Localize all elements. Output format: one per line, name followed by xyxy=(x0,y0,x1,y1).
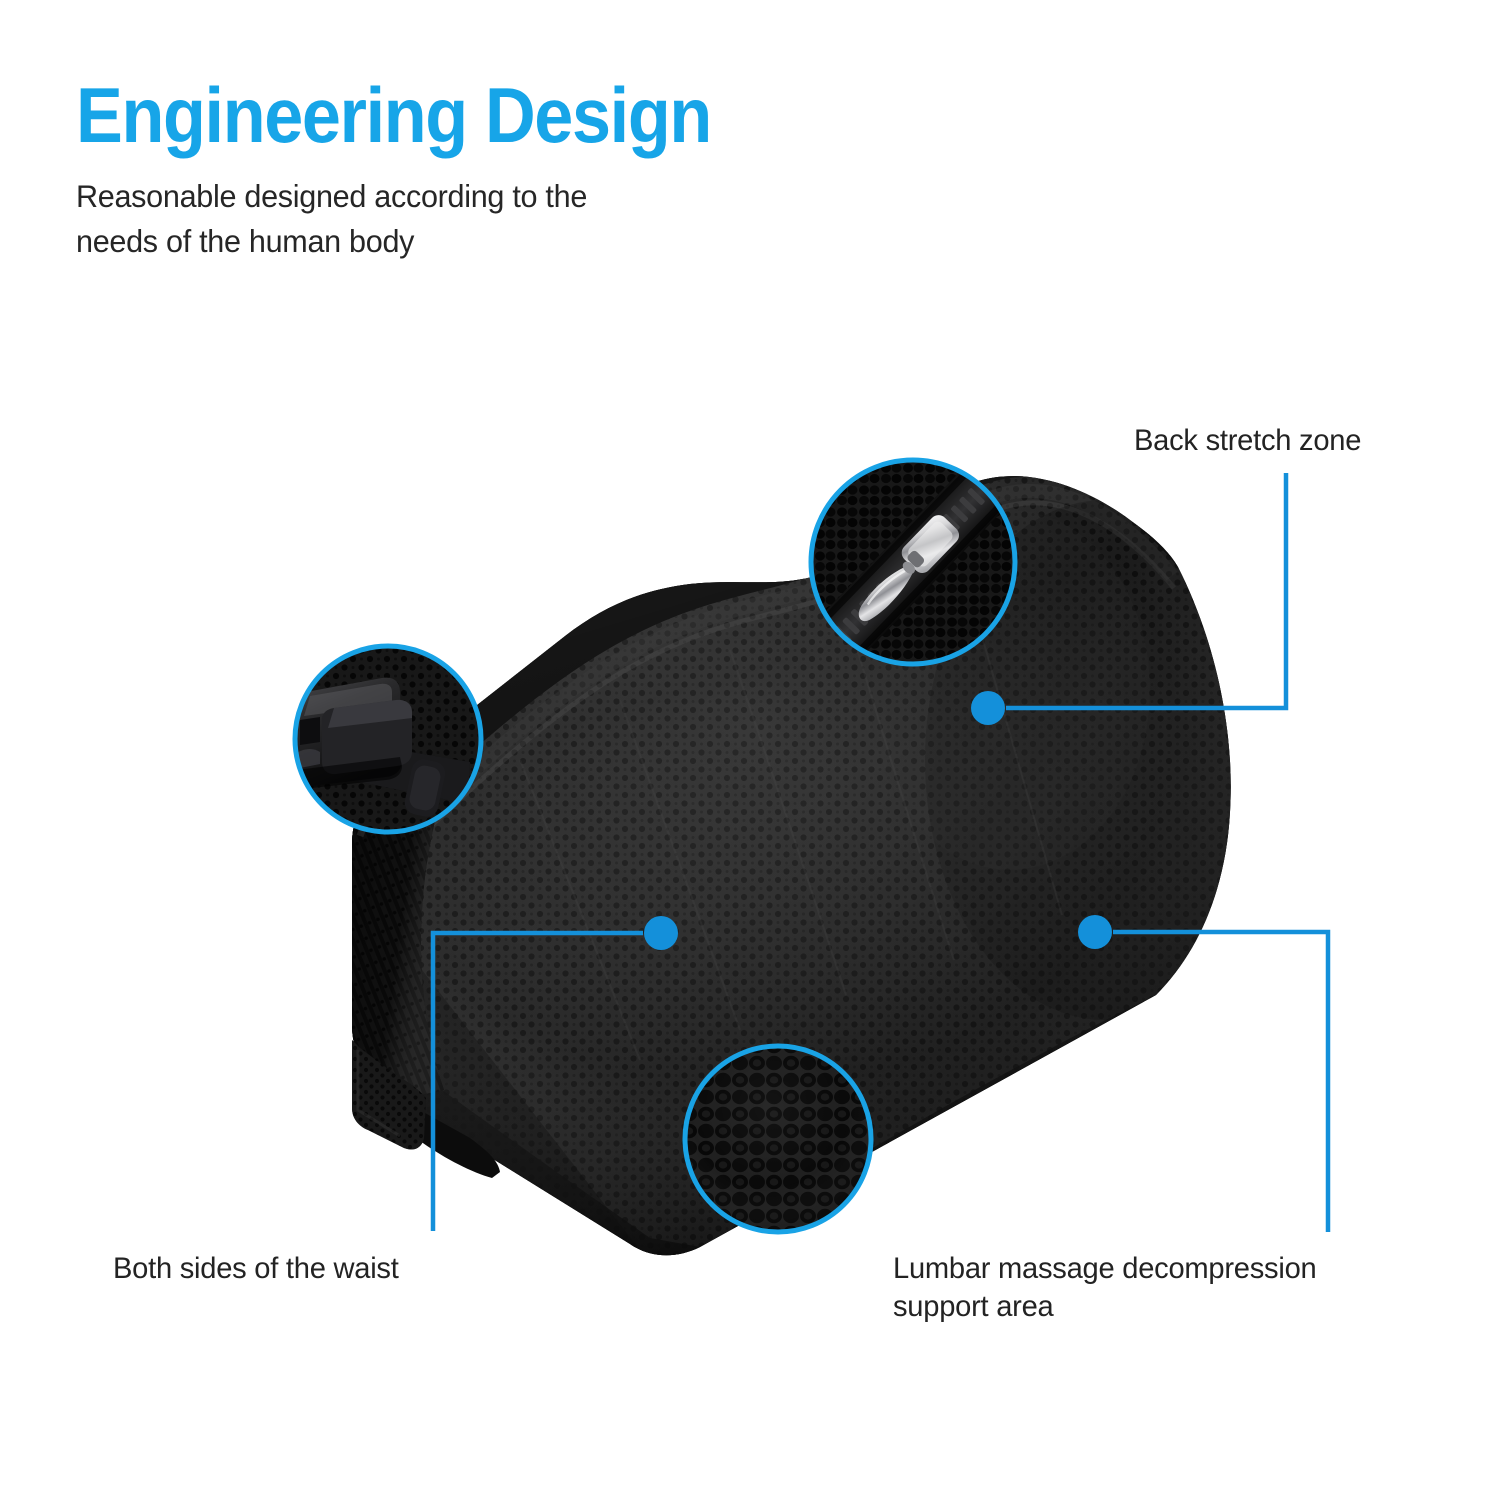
callout-dot-back-stretch-zone xyxy=(971,691,1005,725)
leader-line-lumbar-massage-support xyxy=(1113,929,1331,1232)
page-subtitle: Reasonable designed according to the nee… xyxy=(76,178,588,259)
callout-dot-both-sides-of-the-waist xyxy=(644,916,678,950)
page-title: Engineering Design xyxy=(76,71,712,159)
callout-label-both-sides-of-the-waist: Both sides of the waist xyxy=(113,1252,399,1285)
leader-line-back-stretch-zone xyxy=(1006,473,1289,711)
leader-line-both-sides-of-the-waist xyxy=(430,930,643,1231)
header-block: Engineering Design Reasonable designed a… xyxy=(76,71,896,264)
callout-label-back-stretch-zone: Back stretch zone xyxy=(1134,424,1362,457)
callout-dot-lumbar-massage-support xyxy=(1078,915,1112,949)
callout-label-lumbar-massage-support: Lumbar massage decompression support are… xyxy=(893,1252,1317,1323)
